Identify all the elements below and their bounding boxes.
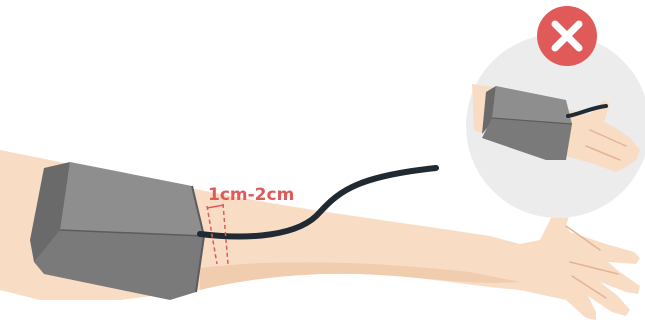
cuff-top [60,162,204,236]
x-mark-icon [537,6,597,66]
distance-label: 1cm-2cm [208,185,294,205]
